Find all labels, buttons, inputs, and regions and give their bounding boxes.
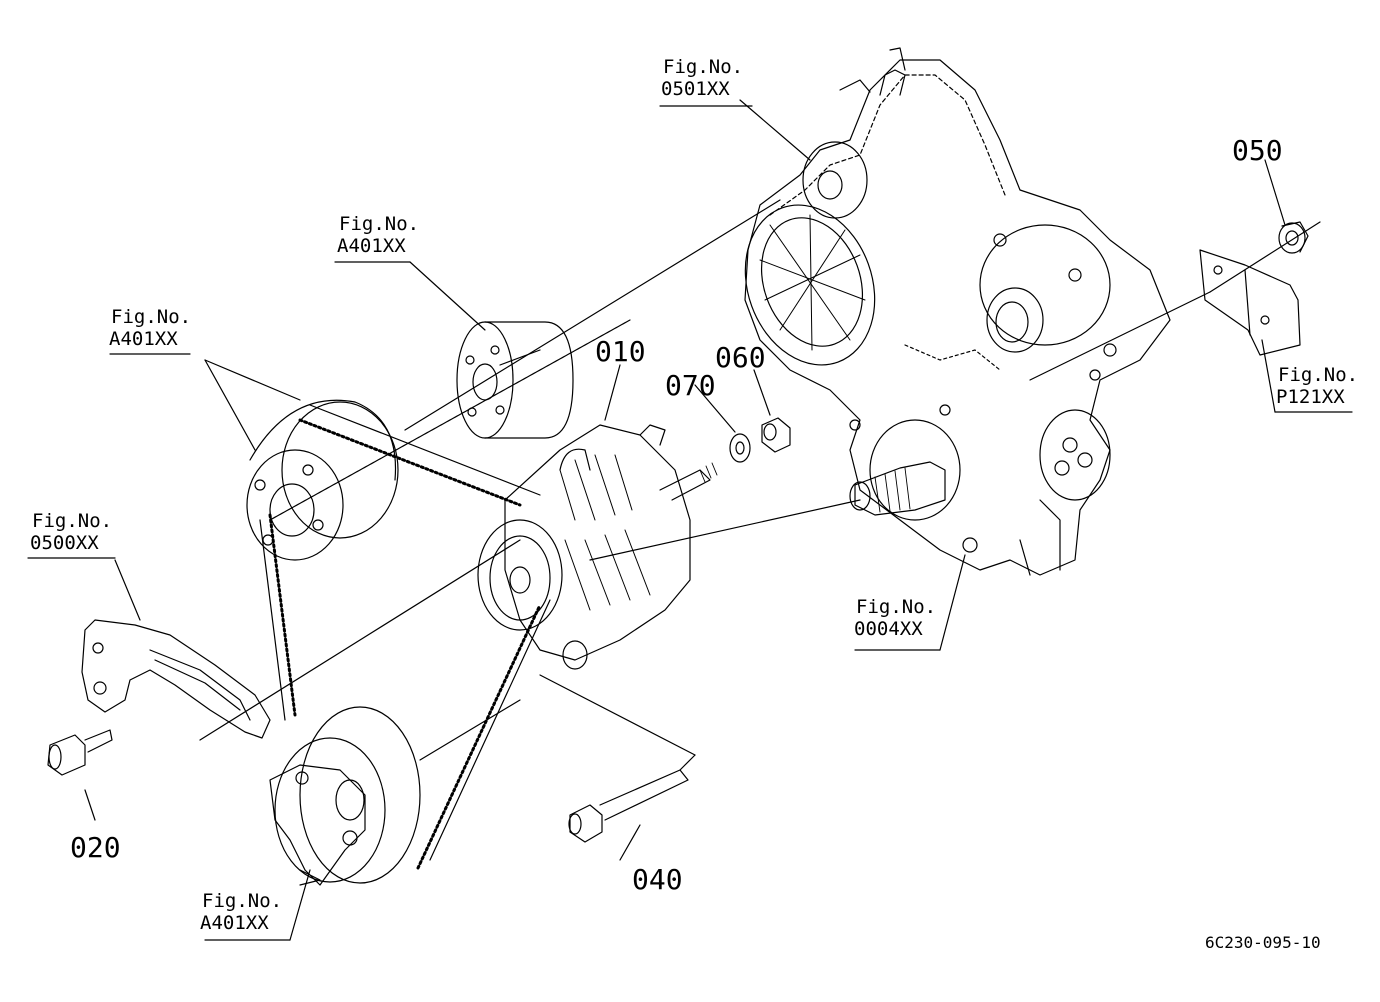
part-number-020: 020 xyxy=(70,831,121,864)
washer-070 xyxy=(730,434,750,462)
alternator xyxy=(478,425,717,669)
part-number-070: 070 xyxy=(665,369,716,402)
fig-ref-plate: Fig.No. P121XX xyxy=(1276,364,1359,408)
fig-ref-fan-pulley: Fig.No. A401XX xyxy=(109,306,192,350)
fan-spacer xyxy=(457,322,573,438)
fig-ref-fan-spacer: Fig.No. A401XX xyxy=(337,213,420,257)
part-number-010: 010 xyxy=(595,335,646,368)
gear-case-housing xyxy=(724,48,1170,575)
bolt-020 xyxy=(48,730,112,775)
fan-pulley xyxy=(247,400,398,560)
leader-lines xyxy=(28,100,1352,940)
fig-ref-crank-pulley: Fig.No. A401XX xyxy=(200,890,283,934)
fig-ref-water-pump: Fig.No. 0501XX xyxy=(661,56,744,100)
nut-050 xyxy=(1279,222,1308,253)
mounting-plate xyxy=(1200,250,1300,355)
drawing-code: 6C230-095-10 xyxy=(1205,933,1321,952)
fig-ref-bracket: Fig.No. 0500XX xyxy=(30,510,113,554)
bolt-040 xyxy=(569,770,688,842)
crank-pulley xyxy=(270,707,420,885)
part-number-040: 040 xyxy=(632,863,683,896)
adjusting-bracket xyxy=(82,620,270,738)
nut-060 xyxy=(762,418,790,452)
v-belt xyxy=(260,405,550,868)
part-number-050: 050 xyxy=(1232,134,1283,167)
part-number-060: 060 xyxy=(715,341,766,374)
fig-ref-gear-case: Fig.No. 0004XX xyxy=(854,596,937,640)
